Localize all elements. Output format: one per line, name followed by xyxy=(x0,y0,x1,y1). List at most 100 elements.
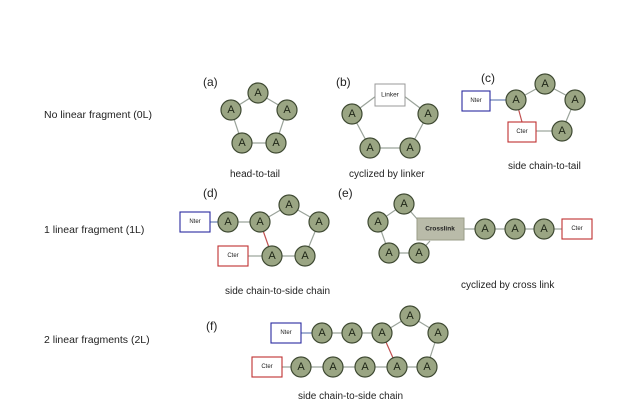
svg-text:A: A xyxy=(385,247,393,259)
svg-text:A: A xyxy=(297,361,305,373)
residue: A xyxy=(564,89,586,111)
panel-e-caption: cyclized by cross link xyxy=(461,280,555,291)
svg-text:A: A xyxy=(224,216,232,228)
residue: A xyxy=(308,211,330,233)
svg-text:A: A xyxy=(238,137,246,149)
svg-text:A: A xyxy=(268,250,276,262)
svg-text:Crosslink: Crosslink xyxy=(425,226,455,233)
svg-text:A: A xyxy=(511,223,519,235)
residue: A xyxy=(249,211,271,233)
svg-text:A: A xyxy=(285,199,293,211)
svg-text:Cter: Cter xyxy=(261,364,272,370)
panel-e-ring: Crosslink Cter A A A A A A A xyxy=(367,193,593,264)
panel-a-ring: A A A A A xyxy=(220,82,298,154)
svg-text:A: A xyxy=(227,104,235,116)
svg-text:A: A xyxy=(374,216,382,228)
panel-d-caption: side chain-to-side chain xyxy=(225,286,330,297)
svg-text:A: A xyxy=(571,94,579,106)
residue: A xyxy=(341,103,363,125)
cter-box: Cter xyxy=(217,245,249,267)
residue: A xyxy=(534,73,556,95)
residue: A xyxy=(386,356,408,378)
svg-text:A: A xyxy=(558,125,566,137)
svg-text:Cter: Cter xyxy=(227,253,238,259)
residue: A xyxy=(278,194,300,216)
residue: A xyxy=(393,193,415,215)
row-label-0l: No linear fragment (0L) xyxy=(44,109,152,121)
residue: A xyxy=(551,120,573,142)
residue: A xyxy=(231,132,253,154)
residue: A xyxy=(290,356,312,378)
nter-box: Nter xyxy=(270,322,302,344)
cter-box: Cter xyxy=(507,121,537,143)
residue: A xyxy=(505,89,527,111)
residue: A xyxy=(261,245,283,267)
svg-text:A: A xyxy=(400,198,408,210)
svg-text:A: A xyxy=(424,108,432,120)
residue: A xyxy=(265,132,287,154)
panel-f-letter: (f) xyxy=(206,319,217,333)
residue: A xyxy=(220,99,242,121)
svg-text:A: A xyxy=(393,361,401,373)
svg-text:A: A xyxy=(254,87,262,99)
nter-box: Nter xyxy=(461,90,491,112)
panel-d-ring: Nter Cter A A A A A A xyxy=(179,194,330,267)
row-label-1l: 1 linear fragment (1L) xyxy=(44,224,144,236)
svg-text:A: A xyxy=(541,78,549,90)
svg-text:A: A xyxy=(415,247,423,259)
residue: A xyxy=(417,103,439,125)
svg-text:A: A xyxy=(283,104,291,116)
residue: A xyxy=(341,322,363,344)
residue: A xyxy=(359,137,381,159)
panel-c-caption: side chain-to-tail xyxy=(508,161,581,172)
svg-text:A: A xyxy=(301,250,309,262)
residue: A xyxy=(276,99,298,121)
svg-text:A: A xyxy=(378,327,386,339)
residue: A xyxy=(408,242,430,264)
panel-b-letter: (b) xyxy=(336,75,351,89)
svg-text:A: A xyxy=(348,327,356,339)
residue: A xyxy=(322,356,344,378)
svg-text:Nter: Nter xyxy=(470,98,481,104)
svg-text:Cter: Cter xyxy=(571,226,582,232)
svg-text:A: A xyxy=(434,327,442,339)
panel-c-ring: Nter Cter A A A A xyxy=(461,73,586,143)
residue: A xyxy=(416,356,438,378)
residue: A xyxy=(533,218,555,240)
svg-text:Linker: Linker xyxy=(381,92,400,99)
residue: A xyxy=(504,218,526,240)
svg-text:A: A xyxy=(481,223,489,235)
svg-text:A: A xyxy=(540,223,548,235)
residue: A xyxy=(354,356,376,378)
residue: A xyxy=(399,137,421,159)
residue: A xyxy=(294,245,316,267)
svg-text:Nter: Nter xyxy=(189,219,200,225)
panel-d-letter: (d) xyxy=(203,186,218,200)
svg-text:A: A xyxy=(366,142,374,154)
svg-text:Cter: Cter xyxy=(516,129,527,135)
svg-text:A: A xyxy=(348,108,356,120)
residue: A xyxy=(217,211,239,233)
residue: A xyxy=(427,322,449,344)
svg-text:A: A xyxy=(315,216,323,228)
svg-text:A: A xyxy=(512,94,520,106)
cter-box: Cter xyxy=(251,356,283,378)
panel-f-caption: side chain-to-side chain xyxy=(298,391,403,402)
residue: A xyxy=(399,305,421,327)
svg-text:A: A xyxy=(329,361,337,373)
svg-text:A: A xyxy=(423,361,431,373)
svg-text:Nter: Nter xyxy=(280,330,291,336)
residue: A xyxy=(474,218,496,240)
linker-box: Linker xyxy=(374,83,406,107)
nter-box: Nter xyxy=(179,211,211,233)
residue: A xyxy=(378,242,400,264)
panel-b-caption: cyclized by linker xyxy=(349,169,425,180)
svg-text:A: A xyxy=(318,327,326,339)
svg-text:A: A xyxy=(361,361,369,373)
svg-text:A: A xyxy=(272,137,280,149)
panel-e-letter: (e) xyxy=(338,186,353,200)
panel-b-ring: Linker A A A A xyxy=(341,83,439,159)
residue: A xyxy=(247,82,269,104)
panel-f-ring: Nter Cter A A A A A A A A A A xyxy=(251,305,449,378)
